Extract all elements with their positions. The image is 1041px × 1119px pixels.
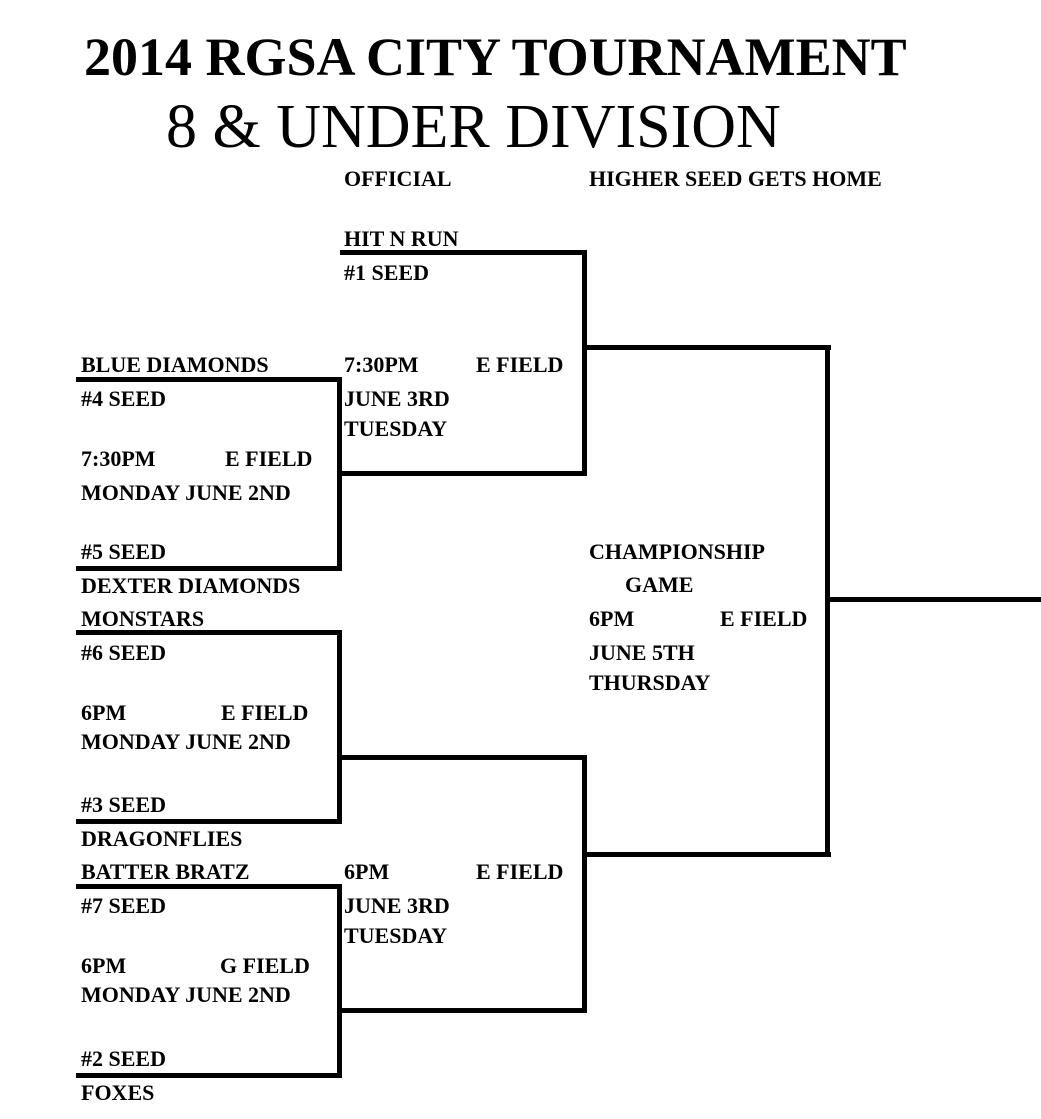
semifinal1-connector	[582, 250, 587, 476]
championship-date: JUNE 5TH	[589, 640, 695, 665]
game3-bottom-seed: #2 SEED	[81, 1046, 166, 1071]
home-rule-label: HIGHER SEED GETS HOME	[589, 166, 882, 191]
semifinal1-bottom-line	[340, 471, 587, 476]
game3-time: 6PM	[81, 953, 127, 978]
semifinal1-date: JUNE 3RD	[344, 386, 450, 411]
game3-field: G FIELD	[220, 953, 310, 978]
championship-field: E FIELD	[720, 606, 808, 631]
game3-top-seed: #7 SEED	[81, 893, 166, 918]
game1-bottom-line	[76, 566, 342, 571]
tournament-title: 2014 RGSA CITY TOURNAMENT	[84, 27, 907, 87]
final-connector	[825, 345, 830, 857]
game2-time: 6PM	[81, 700, 127, 725]
game3-bottom-team: FOXES	[81, 1080, 155, 1105]
semifinal1-day: TUESDAY	[344, 416, 448, 441]
game1-date: MONDAY JUNE 2ND	[81, 480, 291, 505]
game1-bottom-seed: #5 SEED	[81, 539, 166, 564]
championship-game-label: GAME	[625, 572, 694, 597]
semifinal2-bottom-line	[340, 1008, 587, 1013]
division-title: 8 & UNDER DIVISION	[166, 93, 781, 161]
official-label: OFFICIAL	[344, 166, 452, 191]
game1-bottom-team: DEXTER DIAMONDS	[81, 573, 301, 598]
game3-top-line	[76, 884, 342, 889]
semifinal2-date: JUNE 3RD	[344, 893, 450, 918]
championship-label: CHAMPIONSHIP	[589, 539, 765, 564]
game2-bottom-seed: #3 SEED	[81, 792, 166, 817]
final-bottom-line	[585, 852, 831, 857]
champion-line	[828, 597, 1041, 602]
game2-top-seed: #6 SEED	[81, 640, 166, 665]
game2-bottom-line	[76, 819, 342, 824]
game1-top-line	[76, 377, 342, 382]
final-top-line	[585, 345, 831, 350]
game3-top-team: BATTER BRATZ	[81, 859, 250, 884]
semifinal2-field: E FIELD	[476, 859, 564, 884]
game3-connector	[337, 884, 342, 1078]
game2-connector	[337, 630, 342, 824]
championship-day: THURSDAY	[589, 670, 711, 695]
game1-field: E FIELD	[225, 446, 313, 471]
game2-field: E FIELD	[221, 700, 309, 725]
game1-top-team: BLUE DIAMONDS	[81, 352, 269, 377]
semifinal2-day: TUESDAY	[344, 923, 448, 948]
championship-time: 6PM	[589, 606, 635, 631]
game2-date: MONDAY JUNE 2ND	[81, 729, 291, 754]
bye-team: HIT N RUN	[344, 226, 459, 251]
bye-seed: #1 SEED	[344, 260, 429, 285]
game3-date: MONDAY JUNE 2ND	[81, 982, 291, 1007]
game1-time: 7:30PM	[81, 446, 156, 471]
semifinal1-field: E FIELD	[476, 352, 564, 377]
bye-line	[340, 250, 587, 255]
semifinal2-connector	[582, 755, 587, 1013]
semifinal1-time: 7:30PM	[344, 352, 419, 377]
game2-bottom-team: DRAGONFLIES	[81, 826, 243, 851]
game2-top-team: MONSTARS	[81, 606, 205, 631]
game2-top-line	[76, 630, 342, 635]
game3-bottom-line	[76, 1073, 342, 1078]
game1-top-seed: #4 SEED	[81, 386, 166, 411]
semifinal2-time: 6PM	[344, 859, 390, 884]
semifinal2-top-line	[340, 755, 587, 760]
game1-connector	[337, 377, 342, 571]
